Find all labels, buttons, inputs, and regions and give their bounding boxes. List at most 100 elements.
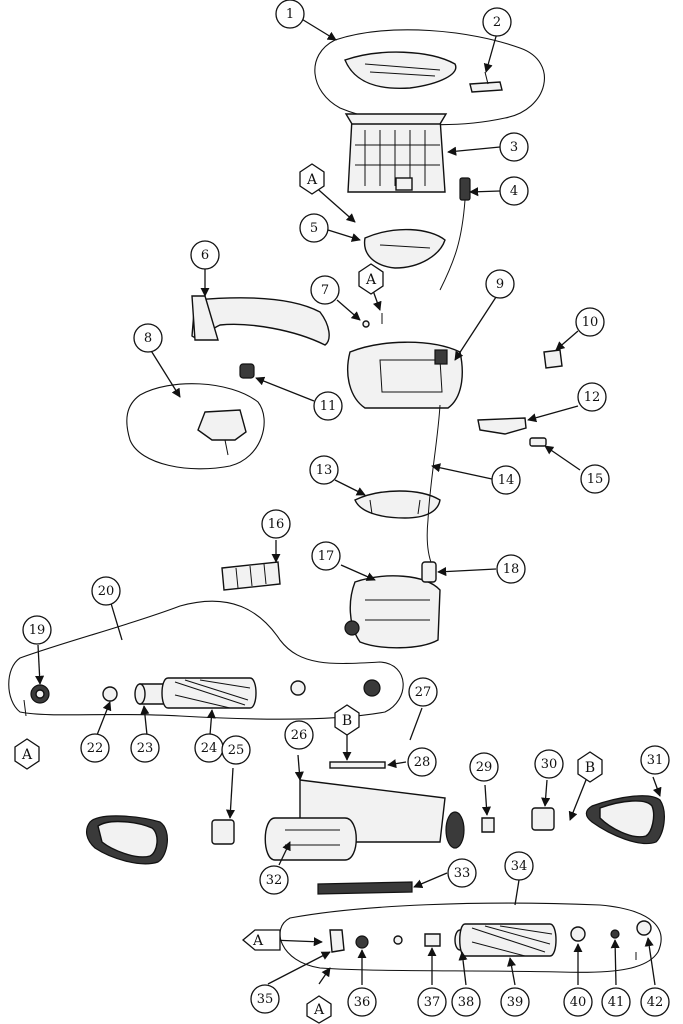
- callout-42: 42: [640, 987, 670, 1017]
- ref-marker-a: A: [299, 163, 325, 195]
- part-6-side-panel: [191, 295, 330, 346]
- callout-18: 18: [496, 554, 526, 584]
- callout-29: 29: [469, 752, 499, 782]
- callout-label: 34: [511, 859, 528, 874]
- callout-label: 2: [493, 15, 501, 30]
- part-track-left: [85, 815, 168, 865]
- ref-label: B: [342, 713, 352, 729]
- callout-label: 31: [647, 753, 664, 768]
- callout-label: 14: [498, 473, 515, 488]
- callout-15: 15: [580, 464, 610, 494]
- callout-11: 11: [313, 391, 343, 421]
- callout-40: 40: [563, 987, 593, 1017]
- callout-37: 37: [417, 987, 447, 1017]
- callout-label: 9: [496, 277, 504, 292]
- callout-label: 20: [98, 584, 115, 599]
- callout-label: 8: [144, 331, 152, 346]
- ref-label: B: [585, 760, 595, 776]
- part-4-cable-connector: [439, 177, 471, 291]
- part-13-motor-mount: [354, 490, 441, 519]
- callout-6: 6: [190, 240, 220, 270]
- callout-17: 17: [311, 541, 341, 571]
- callout-31: 31: [640, 745, 670, 775]
- group-outline-8: [126, 383, 265, 470]
- callout-26: 26: [284, 720, 314, 750]
- callout-10: 10: [575, 307, 605, 337]
- callout-41: 41: [601, 987, 631, 1017]
- callout-13: 13: [309, 455, 339, 485]
- callout-3: 3: [499, 132, 529, 162]
- part-41-nut: [610, 929, 620, 939]
- callout-label: 32: [266, 873, 283, 888]
- part-29-bushing: [481, 817, 495, 833]
- ref-marker-a: A: [14, 738, 40, 770]
- callout-14: 14: [491, 465, 521, 495]
- ref-marker-a: A: [358, 263, 384, 295]
- callout-20: 20: [91, 576, 121, 606]
- callout-label: 23: [137, 741, 154, 756]
- callout-label: 17: [318, 549, 335, 564]
- callout-label: 42: [647, 995, 664, 1010]
- part-16-filter-screen: [221, 561, 281, 591]
- part-42-bearing: [635, 920, 652, 960]
- part-39-brush: [459, 923, 557, 957]
- part-15-small-cap: [529, 437, 547, 447]
- callout-label: 38: [458, 995, 475, 1010]
- ref-label: A: [21, 747, 33, 763]
- part-11-swivel: [239, 363, 255, 379]
- callout-label: 13: [316, 463, 333, 478]
- callout-label: 41: [608, 995, 625, 1010]
- group-outline-34: [279, 902, 662, 973]
- callout-27: 27: [408, 677, 438, 707]
- callout-label: 3: [510, 140, 518, 155]
- leader-lines: [35, 17, 662, 986]
- callout-19: 19: [22, 615, 52, 645]
- callout-39: 39: [500, 987, 530, 1017]
- ref-marker-b: B: [577, 751, 603, 783]
- part-19-wheel-hub: [23, 684, 50, 717]
- callout-label: 39: [507, 995, 524, 1010]
- callout-label: 1: [286, 7, 294, 22]
- callout-label: 36: [354, 995, 371, 1010]
- callout-label: 28: [414, 755, 431, 770]
- callout-label: 24: [201, 741, 218, 756]
- callout-35: 35: [250, 984, 280, 1014]
- part-3-filter-basket: [344, 113, 448, 193]
- callout-12: 12: [577, 382, 607, 412]
- part-28-plate: [329, 761, 386, 769]
- part-22-bushing: [102, 686, 118, 702]
- callout-23: 23: [130, 733, 160, 763]
- part-30-side-clip: [531, 807, 555, 831]
- part-brush-end-cap: [290, 679, 381, 697]
- callout-label: 22: [87, 741, 104, 756]
- callout-24: 24: [194, 733, 224, 763]
- callout-label: 16: [268, 517, 285, 532]
- ref-label: A: [306, 172, 318, 188]
- part-36-gear: [355, 935, 369, 949]
- callout-label: 25: [228, 743, 245, 758]
- part-7-screw: [362, 313, 383, 328]
- callout-9: 9: [485, 269, 515, 299]
- callout-label: 35: [257, 992, 274, 1007]
- callout-8: 8: [133, 323, 163, 353]
- callout-label: 15: [587, 472, 604, 487]
- part-14-cable: [426, 404, 441, 566]
- callout-label: 12: [584, 390, 601, 405]
- callout-30: 30: [534, 749, 564, 779]
- ref-marker-a: A: [241, 929, 281, 951]
- callout-label: 40: [570, 995, 587, 1010]
- callout-label: 19: [29, 623, 46, 638]
- callout-label: 10: [582, 315, 599, 330]
- callout-2: 2: [482, 7, 512, 37]
- callout-34: 34: [504, 851, 534, 881]
- part-23-tube: [134, 683, 169, 705]
- callout-25: 25: [221, 735, 251, 765]
- callout-label: 27: [415, 685, 432, 700]
- part-8-bracket: [197, 409, 247, 456]
- callout-33: 33: [447, 858, 477, 888]
- part-1-top-cover: [344, 51, 457, 90]
- callout-label: 37: [424, 995, 441, 1010]
- callout-16: 16: [261, 509, 291, 539]
- part-10-clip: [543, 349, 563, 369]
